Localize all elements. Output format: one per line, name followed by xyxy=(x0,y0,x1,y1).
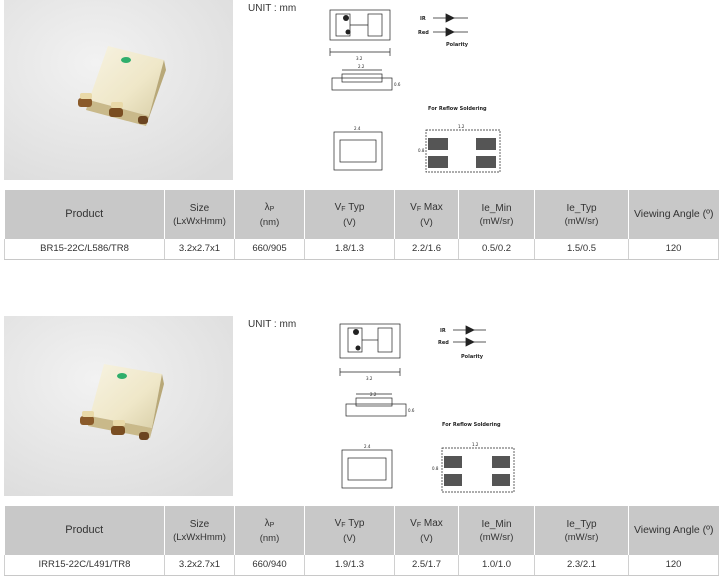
header-lambda: λP(nm) xyxy=(234,190,305,239)
header-ie-min: Ie_Min(mW/sr) xyxy=(458,506,535,555)
header-vf-max: VF Max(V) xyxy=(394,506,459,555)
dim-length: 2.2 xyxy=(358,64,365,69)
ir-label: IR xyxy=(420,16,426,22)
red-label: Red xyxy=(438,340,449,346)
header-vf-typ: VF Typ(V) xyxy=(304,506,395,555)
cell-ie-min: 0.5/0.2 xyxy=(458,239,535,260)
cell-vf-typ: 1.9/1.3 xyxy=(304,555,395,576)
polarity-label: Polarity xyxy=(446,42,469,48)
led-product-photo xyxy=(4,0,233,180)
dim-height: 0.6 xyxy=(408,408,415,413)
header-size: Size(LxWxHmm) xyxy=(164,190,235,239)
table-header-row: Product Size(LxWxHmm) λP(nm) VF Typ(V) V… xyxy=(4,190,719,239)
cell-vf-typ: 1.8/1.3 xyxy=(304,239,395,260)
dim-pad-span: 1.2 xyxy=(472,442,479,447)
cell-ie-typ: 2.3/2.1 xyxy=(534,555,629,576)
dim-pad-width: 2.4 xyxy=(354,126,361,131)
red-label: Red xyxy=(418,30,429,36)
table-header-row: Product Size(LxWxHmm) λP(nm) VF Typ(V) V… xyxy=(4,506,719,555)
header-ie-min: Ie_Min(mW/sr) xyxy=(458,190,535,239)
cell-vf-max: 2.5/1.7 xyxy=(394,555,459,576)
cell-lambda: 660/905 xyxy=(234,239,305,260)
polarity-label: Polarity xyxy=(461,354,484,360)
spec-table: Product Size(LxWxHmm) λP(nm) VF Typ(V) V… xyxy=(4,190,719,260)
dim-pad-gap: 0.8 xyxy=(432,466,439,471)
package-dimension-drawing: IR Red Polarity For Reflow Soldering 3.2… xyxy=(329,9,501,173)
table-row: BR15-22C/L586/TR8 3.2x2.7x1 660/905 1.8/… xyxy=(4,239,719,260)
dimension-drawing: IR Red Polarity For Reflow Soldering 3.2… xyxy=(318,316,518,496)
dim-pad-width: 2.4 xyxy=(364,444,371,449)
spec-table: Product Size(LxWxHmm) λP(nm) VF Typ(V) V… xyxy=(4,506,719,576)
cell-viewing-angle: 120 xyxy=(628,239,719,260)
cell-lambda: 660/940 xyxy=(234,555,305,576)
header-vf-typ: VF Typ(V) xyxy=(304,190,395,239)
dim-pad-gap: 0.8 xyxy=(418,148,425,153)
dim-height: 0.6 xyxy=(394,82,401,87)
header-viewing-angle: Viewing Angle (º) xyxy=(628,190,719,239)
dim-pad-span: 1.2 xyxy=(458,124,465,129)
dim-length: 2.2 xyxy=(370,392,377,397)
dim-width: 3.2 xyxy=(356,56,363,61)
unit-label: UNIT : mm xyxy=(248,319,297,330)
header-product: Product xyxy=(4,506,165,555)
dimension-drawing: IR Red Polarity For Reflow Soldering 3.2… xyxy=(318,0,518,180)
header-viewing-angle: Viewing Angle (º) xyxy=(628,506,719,555)
cell-size: 3.2x2.7x1 xyxy=(164,555,235,576)
dim-width: 3.2 xyxy=(366,376,373,381)
cell-viewing-angle: 120 xyxy=(628,555,719,576)
cell-ie-min: 1.0/1.0 xyxy=(458,555,535,576)
header-size: Size(LxWxHmm) xyxy=(164,506,235,555)
header-product: Product xyxy=(4,190,165,239)
header-ie-typ: Ie_Typ(mW/sr) xyxy=(534,506,629,555)
ir-label: IR xyxy=(440,328,446,334)
cell-vf-max: 2.2/1.6 xyxy=(394,239,459,260)
header-ie-typ: Ie_Typ(mW/sr) xyxy=(534,190,629,239)
header-lambda: λP(nm) xyxy=(234,506,305,555)
reflow-label: For Reflow Soldering xyxy=(428,106,487,112)
led-product-photo xyxy=(4,316,233,496)
cell-size: 3.2x2.7x1 xyxy=(164,239,235,260)
cell-product: BR15-22C/L586/TR8 xyxy=(4,239,165,260)
reflow-label: For Reflow Soldering xyxy=(442,422,501,428)
table-row: IRR15-22C/L491/TR8 3.2x2.7x1 660/940 1.9… xyxy=(4,555,719,576)
led-chip-image xyxy=(4,316,233,496)
unit-label: UNIT : mm xyxy=(248,3,297,14)
package-dimension-drawing: IR Red Polarity For Reflow Soldering 3.2… xyxy=(339,323,515,493)
cell-product: IRR15-22C/L491/TR8 xyxy=(4,555,165,576)
led-chip-image xyxy=(4,0,233,180)
cell-ie-typ: 1.5/0.5 xyxy=(534,239,629,260)
header-vf-max: VF Max(V) xyxy=(394,190,459,239)
